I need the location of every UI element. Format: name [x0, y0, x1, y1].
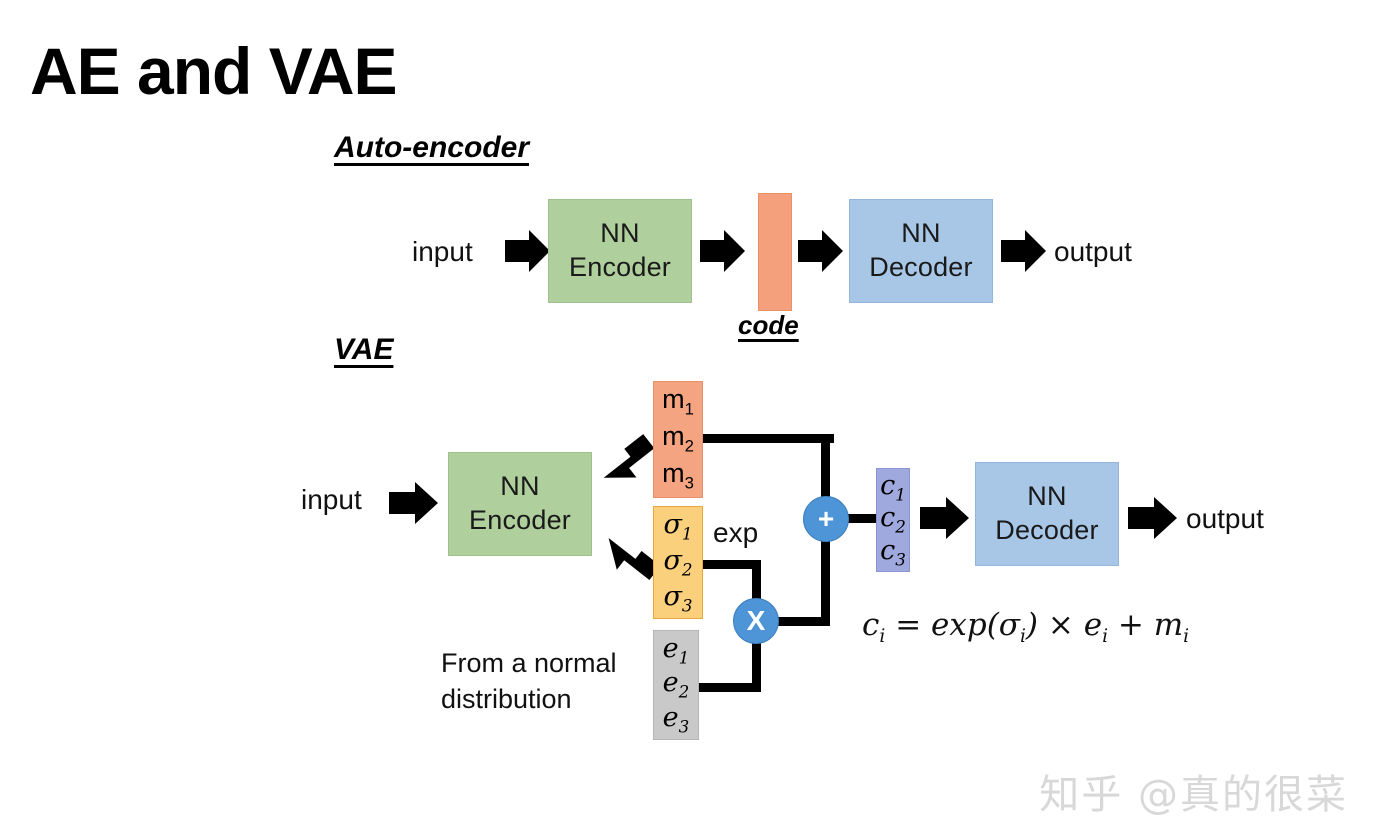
wire-noise-horizontal [699, 683, 761, 692]
wire-add-to-code [845, 514, 879, 523]
vae-sigma-vector: σ1 σ2 σ3 [653, 506, 703, 619]
vae-encoder-line1: NN [500, 471, 540, 502]
ae-arrow-decoder-to-output [1001, 228, 1047, 274]
vae-sigma-cell-3: σ3 [663, 580, 693, 615]
ae-output-label: output [1054, 236, 1132, 267]
vae-sigma-cell-1: σ1 [663, 509, 693, 544]
watermark: 知乎 @真的很菜 [1039, 772, 1348, 818]
vae-arrow-encoder-to-sigma [598, 533, 661, 595]
wire-multiply-to-add-vertical [821, 537, 830, 626]
vae-decoder-line1: NN [1027, 481, 1067, 512]
vae-code-cell-3: c3 [880, 535, 906, 570]
wire-mean-vertical [821, 434, 830, 497]
vae-multiply-node: X [733, 598, 779, 644]
vae-add-node: + [803, 496, 849, 542]
vae-exp-label: exp [713, 517, 759, 548]
wire-noise-vertical [752, 630, 761, 687]
ae-arrow-input-to-encoder [505, 228, 551, 274]
vae-arrow-encoder-to-mean [598, 419, 660, 481]
page-title: AE and VAE [30, 34, 398, 108]
vae-nn-encoder-box: NN Encoder [448, 452, 592, 556]
vae-noise-vector: e1 e2 e3 [653, 630, 699, 740]
wire-sigma-vertical [752, 560, 761, 610]
ae-nn-encoder-box: NN Encoder [548, 199, 692, 303]
vae-noise-cell-2: e2 [662, 667, 690, 702]
ae-encoder-line2: Encoder [569, 252, 671, 282]
vae-input-label: input [301, 484, 362, 515]
vae-code-vector: c1 c2 c3 [876, 468, 910, 572]
wire-multiply-horizontal [775, 617, 830, 626]
vae-mean-vector: m1 m2 m3 [653, 381, 703, 498]
ae-nn-decoder-box: NN Decoder [849, 199, 993, 303]
ae-code-label: code [738, 310, 799, 340]
ae-decoder-line2: Decoder [869, 252, 973, 282]
vae-encoder-line2: Encoder [469, 505, 571, 535]
vae-code-cell-1: c1 [880, 469, 906, 505]
vae-noise-cell-1: e1 [662, 632, 690, 668]
vae-arrow-code-to-decoder [920, 495, 970, 541]
vae-add-symbol: + [817, 503, 835, 534]
vae-mean-cell-2: m2 [662, 421, 694, 456]
vae-arrow-decoder-to-output [1128, 495, 1178, 541]
ae-encoder-line1: NN [600, 218, 640, 249]
vae-mean-cell-3: m3 [662, 458, 694, 493]
wire-sigma-horizontal [703, 560, 761, 569]
ae-arrow-code-to-decoder [798, 228, 844, 274]
section-heading-auto-encoder: Auto-encoder [334, 131, 529, 164]
wire-mean-horizontal [703, 434, 834, 443]
vae-nn-decoder-box: NN Decoder [975, 462, 1119, 566]
vae-mean-cell-1: m1 [662, 384, 694, 419]
vae-sigma-cell-2: σ2 [663, 544, 693, 580]
ae-decoder-line1: NN [901, 218, 941, 249]
ae-arrow-encoder-to-code [700, 228, 746, 274]
vae-code-cell-2: c2 [880, 502, 906, 537]
vae-noise-cell-3: e3 [662, 702, 690, 737]
vae-reparameterization-formula: ci = exp(σi) × ei + mi [862, 607, 1190, 648]
vae-multiply-symbol: X [746, 605, 766, 636]
section-heading-vae: VAE [334, 333, 394, 366]
vae-normal-distribution-note: From a normal distribution [441, 648, 617, 715]
vae-output-label: output [1186, 503, 1264, 534]
ae-input-label: input [412, 236, 473, 267]
ae-code-bar [758, 193, 792, 311]
vae-decoder-line2: Decoder [995, 515, 1099, 545]
vae-arrow-input-to-encoder [389, 480, 439, 526]
